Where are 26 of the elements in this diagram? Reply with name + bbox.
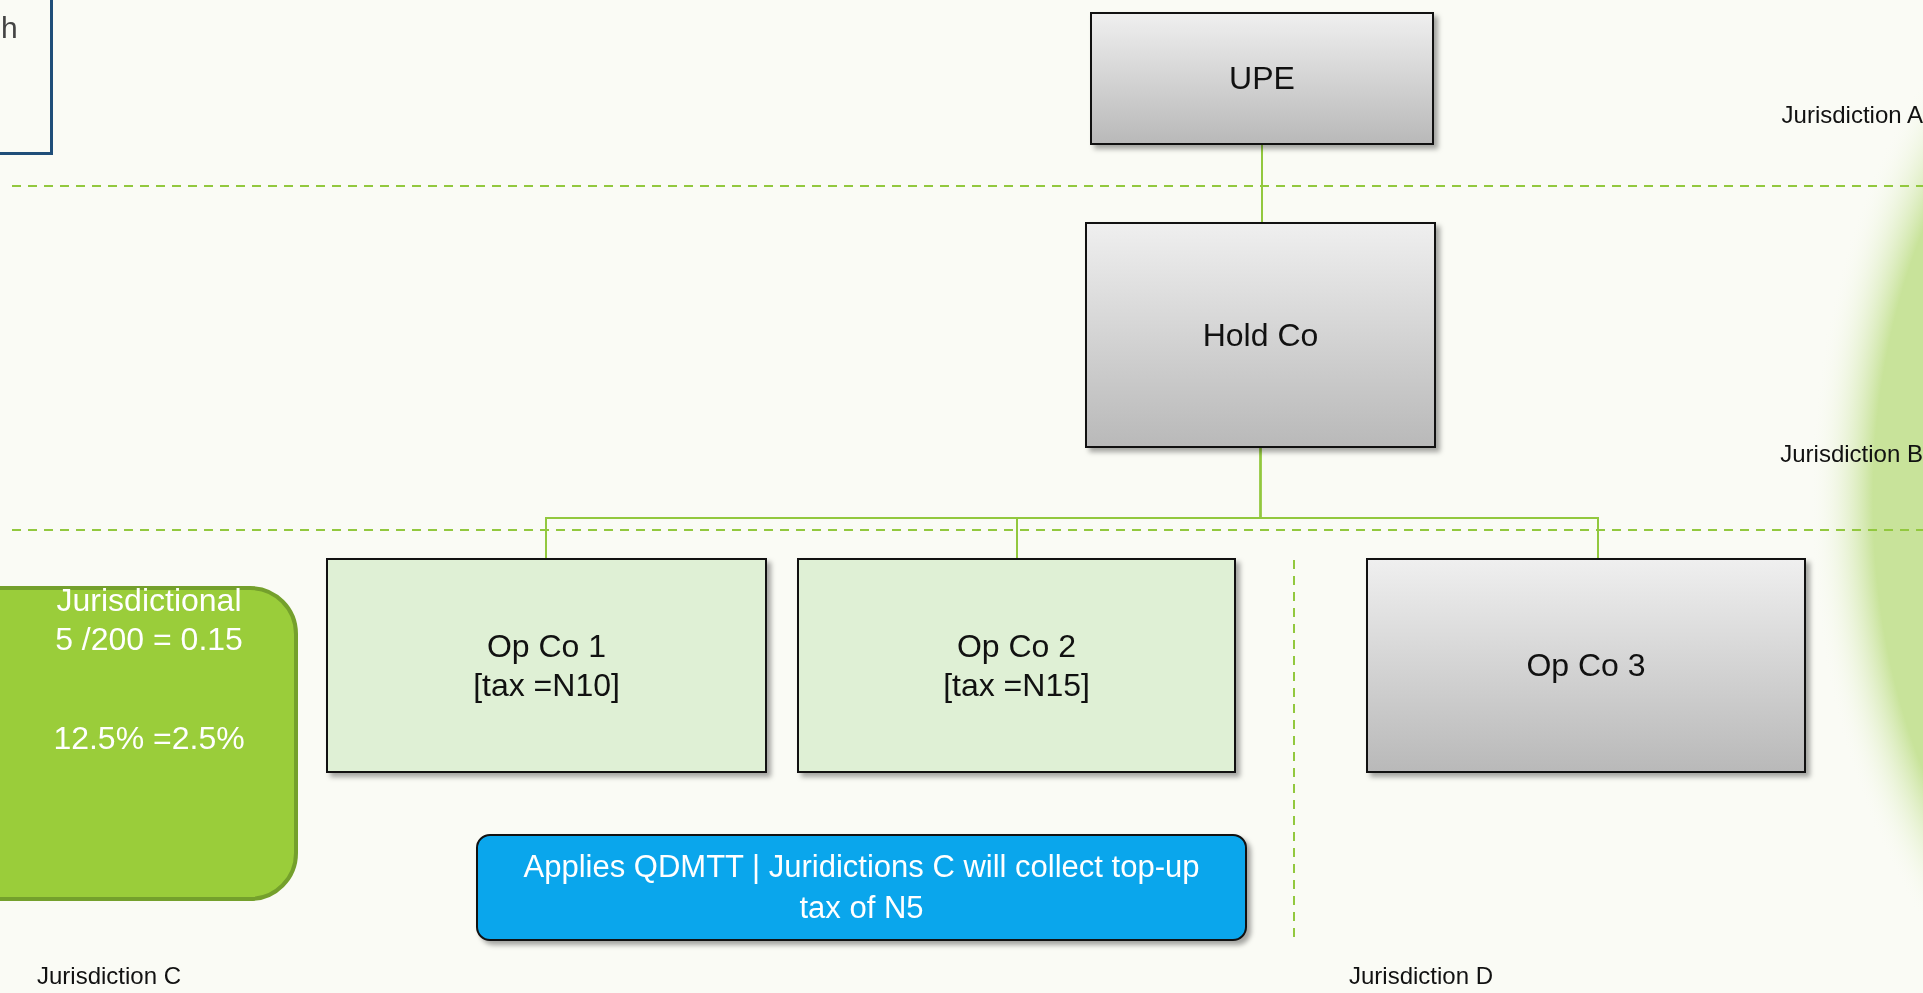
entity-name: Op Co 2 [956, 627, 1077, 665]
tax-amount: [tax =N15] [943, 666, 1090, 704]
entity-box [326, 558, 767, 773]
entity-name: Op Co 1 [486, 627, 607, 665]
connector-line [1259, 447, 1599, 559]
calculation-text: Jurisdictional [56, 582, 242, 619]
entity-name: Op Co 3 [1526, 647, 1646, 684]
entity-name: UPE [1229, 60, 1295, 97]
calculation-text: 12.5% =2.5% [53, 720, 245, 757]
note-box [476, 834, 1247, 941]
jurisdiction-label: Jurisdiction B [1780, 440, 1923, 468]
note-text: Applies QDMTT | Juridictions C will collect top-up tax of N5 [522, 848, 1201, 927]
jurisdiction-label: Jurisdiction C [37, 962, 182, 990]
entity-name: Hold Co [1202, 316, 1319, 354]
entity-box [1366, 558, 1806, 773]
entity-box [1085, 222, 1436, 448]
jurisdiction-label: Jurisdiction A [1781, 101, 1923, 129]
jurisdiction-label: Jurisdiction D [1349, 962, 1494, 990]
text-box [0, 0, 53, 155]
entity-box [1090, 12, 1434, 145]
connector-line [1261, 144, 1263, 223]
tax-amount: [tax =N10] [473, 666, 620, 704]
calculation-text: 5 /200 = 0.15 [55, 621, 243, 658]
entity-name: h [1, 11, 18, 45]
entity-box [797, 558, 1236, 773]
calculation-box [0, 586, 298, 901]
